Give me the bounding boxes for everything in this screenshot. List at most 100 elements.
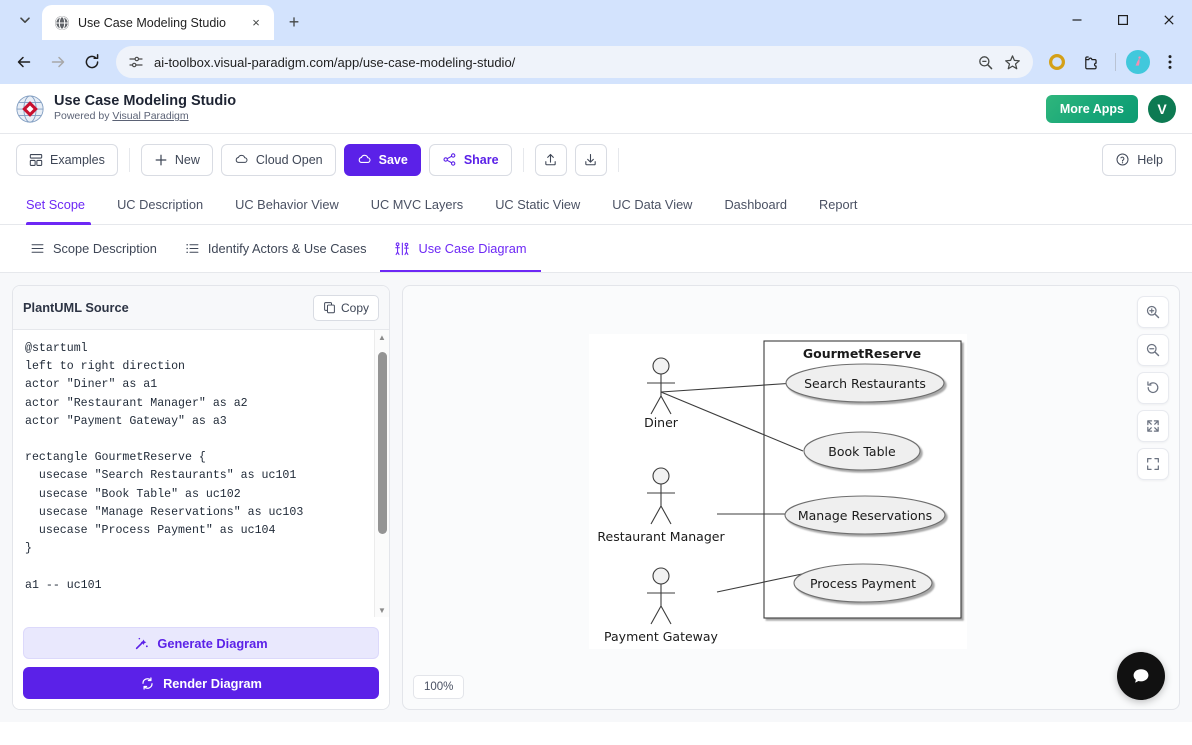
cloud-icon [235, 154, 248, 163]
lines-icon [31, 244, 44, 253]
tab-uc-description[interactable]: UC Description [117, 197, 204, 212]
new-button[interactable]: New [140, 143, 213, 176]
reload-icon [85, 54, 99, 69]
help-button[interactable]: Help [1102, 143, 1176, 176]
magic-wand-icon [136, 637, 149, 649]
workspace: PlantUML Source Copy @startuml left to r… [0, 273, 1192, 722]
browser-tab[interactable]: Use Case Modeling Studio × [42, 5, 274, 40]
arrow-right-icon [51, 56, 65, 68]
code-editor[interactable]: @startuml left to right direction actor … [13, 330, 389, 617]
zoom-in-button[interactable] [1137, 296, 1169, 328]
subtab-use-case-diagram[interactable]: Use Case Diagram [380, 225, 541, 272]
subtab-scope-description[interactable]: Scope Description [16, 225, 171, 272]
zoom-in-icon [1146, 305, 1160, 319]
subtab-identify-actors-use-cases[interactable]: Identify Actors & Use Cases [171, 225, 381, 272]
render-diagram-button[interactable]: Render Diagram [23, 667, 379, 699]
visual-paradigm-link[interactable]: Visual Paradigm [112, 110, 189, 123]
copy-label: Copy [340, 300, 369, 315]
tab-dashboard[interactable]: Dashboard [724, 197, 788, 212]
tab-uc-behavior-view[interactable]: UC Behavior View [235, 197, 339, 212]
zoom-out-icon [1146, 343, 1160, 357]
tab-close-icon[interactable]: × [252, 15, 260, 30]
main-tabs: Set Scope UC Description UC Behavior Vie… [0, 185, 1192, 225]
fullscreen-button[interactable] [1137, 448, 1169, 480]
arrow-left-icon [17, 56, 31, 68]
visual-paradigm-logo [16, 94, 44, 123]
cloud-open-button[interactable]: Cloud Open [220, 143, 336, 176]
zoom-icon[interactable] [977, 54, 994, 71]
tab-search-button[interactable] [8, 5, 42, 35]
bookmark-star-icon[interactable] [1004, 54, 1021, 71]
more-apps-button[interactable]: More Apps [1045, 94, 1138, 123]
back-button[interactable] [8, 46, 40, 78]
tab-title: Use Case Modeling Studio [78, 15, 226, 30]
scroll-down-arrow[interactable]: ▼ [378, 605, 386, 615]
reset-icon [1147, 381, 1159, 394]
upload-button[interactable] [534, 143, 567, 176]
actor-restaurant-manager: Restaurant Manager [597, 467, 725, 544]
copy-icon [324, 302, 335, 314]
tab-uc-data-view[interactable]: UC Data View [612, 197, 693, 212]
generate-diagram-button[interactable]: Generate Diagram [23, 627, 379, 659]
globe-icon [55, 15, 69, 30]
puzzle-extension-icon[interactable] [1077, 48, 1105, 76]
kebab-menu-icon[interactable] [1156, 48, 1184, 76]
diagram-canvas[interactable]: 100% GourmetReserve [402, 285, 1180, 710]
profile-avatar[interactable] [1126, 50, 1150, 74]
new-tab-button[interactable]: + [288, 12, 300, 32]
share-label: Share [463, 152, 499, 167]
subtab-label: Use Case Diagram [418, 241, 527, 256]
scrollbar-thumb[interactable] [378, 352, 387, 534]
actor-label: Restaurant Manager [597, 529, 725, 544]
canvas-tools [1137, 296, 1169, 480]
tab-uc-mvc-layers[interactable]: UC MVC Layers [370, 197, 464, 212]
help-label: Help [1137, 152, 1163, 167]
header-actions: More Apps V [1045, 94, 1176, 123]
app-header: Use Case Modeling Studio Powered by Visu… [0, 84, 1192, 134]
code-scrollbar[interactable]: ▲ ▼ [374, 330, 389, 617]
zoom-level-badge[interactable]: 100% [413, 675, 465, 699]
circle-o-extension-icon[interactable] [1043, 48, 1071, 76]
actor-label: Diner [644, 415, 679, 430]
assoc-gateway-payment [716, 573, 803, 593]
scroll-up-arrow[interactable]: ▲ [378, 332, 386, 342]
download-button[interactable] [574, 143, 607, 176]
code-panel-title: PlantUML Source [23, 300, 129, 315]
share-button[interactable]: Share [428, 143, 512, 176]
examples-button[interactable]: Examples [16, 143, 118, 176]
app-toolbar: Examples New Cloud Open Save Share Help [0, 134, 1192, 185]
use-case-label: Book Table [828, 444, 896, 459]
plus-icon [155, 154, 167, 165]
browser-tabstrip: Use Case Modeling Studio × + [0, 0, 1192, 40]
code-panel-actions: Generate Diagram Render Diagram [13, 617, 389, 709]
use-case-label: Process Payment [810, 576, 916, 591]
reset-view-button[interactable] [1137, 372, 1169, 404]
window-close-button[interactable] [1146, 0, 1192, 40]
maximize-icon [1118, 15, 1129, 26]
forward-button[interactable] [42, 46, 74, 78]
grid-icon [29, 153, 43, 166]
fit-screen-icon [1147, 420, 1159, 432]
save-button[interactable]: Save [343, 143, 421, 176]
plantuml-source-panel: PlantUML Source Copy @startuml left to r… [12, 285, 390, 710]
reload-button[interactable] [76, 46, 108, 78]
tab-report[interactable]: Report [819, 197, 858, 212]
zoom-out-button[interactable] [1137, 334, 1169, 366]
uml-diagram-svg: GourmetReserve Diner [589, 334, 967, 649]
tab-uc-static-view[interactable]: UC Static View [495, 197, 581, 212]
fit-screen-button[interactable] [1137, 410, 1169, 442]
chat-widget-button[interactable] [1117, 652, 1165, 700]
sub-tabs: Scope Description Identify Actors & Use … [0, 225, 1192, 273]
address-bar[interactable]: ai-toolbox.visual-paradigm.com/app/use-c… [116, 46, 1033, 78]
window-maximize-button[interactable] [1100, 0, 1146, 40]
use-case-label: Search Restaurants [804, 376, 926, 391]
assoc-diner-book [660, 391, 804, 452]
window-minimize-button[interactable] [1054, 0, 1100, 40]
system-boundary-label: GourmetReserve [803, 346, 921, 361]
powered-by: Powered by Visual Paradigm [54, 110, 236, 124]
scrollbar-track[interactable] [375, 344, 389, 603]
tab-set-scope[interactable]: Set Scope [16, 185, 101, 225]
copy-button[interactable]: Copy [312, 294, 379, 321]
site-settings-icon[interactable] [128, 54, 144, 70]
avatar[interactable]: V [1148, 94, 1176, 123]
